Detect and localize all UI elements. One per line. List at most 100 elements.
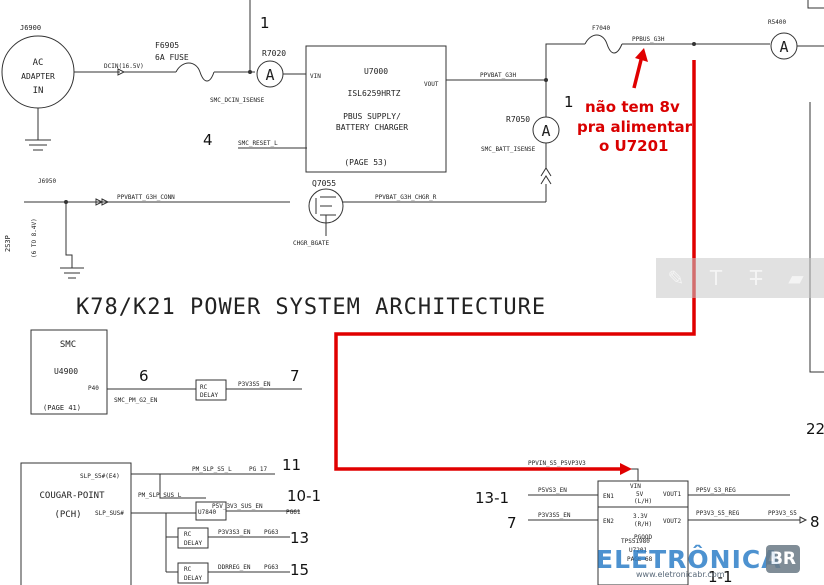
step-number-6: 6 bbox=[139, 367, 149, 385]
q7055-ref: Q7055 bbox=[312, 179, 336, 188]
annotation-pointer-arrow-icon bbox=[635, 48, 648, 62]
fuse-pbus-symbol bbox=[584, 34, 623, 54]
rc-delay-3 bbox=[177, 562, 209, 584]
step-number-1b: 1 bbox=[564, 93, 574, 111]
step-number-7: 7 bbox=[290, 367, 300, 385]
battery-cells: 2S3P bbox=[4, 235, 12, 252]
p3v3s5-net: P3V3S5_EN bbox=[238, 381, 271, 388]
step-number-4: 4 bbox=[203, 131, 213, 149]
step-number-13-1: 13-1 bbox=[475, 489, 509, 507]
pch-sub: (PCH) bbox=[54, 510, 81, 520]
q7055-gate: CHGR_BGATE bbox=[293, 240, 330, 247]
q7055-symbol bbox=[315, 196, 336, 224]
ac-line-3: IN bbox=[33, 86, 44, 96]
junction-dot bbox=[692, 42, 696, 46]
p5vs3-net: P5VS3_EN bbox=[538, 487, 567, 494]
smc-ref: U4900 bbox=[54, 367, 78, 376]
annotation-line-1: não tem 8v bbox=[585, 98, 680, 116]
pencil-icon[interactable]: ✎ bbox=[667, 266, 685, 290]
fuse-pbus-ref: F7040 bbox=[592, 25, 610, 32]
charger-page: (PAGE 53) bbox=[344, 158, 387, 167]
slp-s5-page: PG 17 bbox=[249, 466, 267, 473]
battery-net: PPVBATT_G3H_CONN bbox=[117, 194, 175, 201]
ground-symbol-ac bbox=[25, 108, 51, 151]
rc-delay-1 bbox=[195, 379, 227, 401]
fuse-main-ref: F6905 bbox=[155, 41, 179, 50]
step-number-13: 13 bbox=[290, 529, 309, 547]
r7020-net: SMC_DCIN_ISENSE bbox=[210, 97, 265, 104]
ppvbat-net: PPVBAT_G3H bbox=[480, 72, 517, 79]
smc-net: SMC_PM_G2_EN bbox=[114, 397, 158, 404]
r7050-ref: R7050 bbox=[506, 115, 530, 124]
eraser-icon[interactable]: ▰ bbox=[788, 266, 804, 290]
rc-delay-2 bbox=[177, 527, 209, 549]
right-block-top bbox=[807, 0, 824, 9]
step-number-11: 11 bbox=[282, 456, 301, 474]
battery-voltage: (6 TO 8.4V) bbox=[31, 218, 38, 258]
watermark-logo: ELETRÔNICA BR www.eletronicabr.com bbox=[596, 545, 800, 579]
slp-sus-net: PM_SLP_SUS_L bbox=[138, 492, 182, 499]
smc-name: SMC bbox=[60, 340, 76, 350]
tps-3v3: 3.3V bbox=[633, 513, 648, 520]
step-number-10: 10-1 bbox=[287, 487, 321, 505]
fuse-main-symbol bbox=[175, 62, 215, 82]
slp-s5-net: PM_SLP_S5_L bbox=[192, 466, 232, 473]
text-icon[interactable]: T bbox=[709, 266, 723, 290]
r7050-symbol: A bbox=[541, 122, 550, 140]
tps-ref: U7201 bbox=[629, 547, 647, 554]
step-number-22: 22 bbox=[806, 420, 824, 438]
pbus-net: PPBUS_G3H bbox=[632, 36, 665, 43]
strikethrough-text-icon[interactable]: T bbox=[749, 266, 763, 290]
diagram-title: K78/K21 POWER SYSTEM ARCHITECTURE bbox=[76, 295, 546, 320]
rc2-label: RC bbox=[184, 531, 192, 538]
smc-pin: P40 bbox=[88, 385, 99, 392]
charger-part: ISL6259HRTZ bbox=[348, 89, 401, 98]
ac-adapter-ref: J6900 bbox=[20, 24, 41, 32]
annotation-red-path bbox=[334, 60, 696, 471]
tps-pgood: PGOOD bbox=[634, 534, 652, 541]
tps-box bbox=[597, 480, 689, 585]
smc-box bbox=[30, 329, 108, 415]
annotation-line-2: pra alimentar bbox=[577, 118, 693, 136]
charger-ref: U7000 bbox=[364, 67, 388, 76]
charger-pin-vin: VIN bbox=[310, 73, 321, 80]
pch-pin-2: SLP_SUS# bbox=[95, 510, 124, 517]
step-number-7b: 7 bbox=[507, 514, 517, 532]
tps-5v: 5V bbox=[636, 491, 644, 498]
pbus-up-wire bbox=[545, 43, 585, 80]
page63-ref-a: PG63 bbox=[264, 529, 279, 536]
p3v3s3-net: P3V3S3_EN bbox=[218, 529, 251, 536]
ac-line-1: AC bbox=[33, 58, 44, 68]
annotation-line-3: o U7201 bbox=[599, 137, 668, 155]
battery-ref: J6950 bbox=[38, 178, 56, 185]
rc-sub: DELAY bbox=[200, 392, 218, 399]
tps-page: PAGE 68 bbox=[627, 556, 653, 563]
ddrreg-net: DDRREG_EN bbox=[218, 564, 251, 571]
tps-vout1: VOUT1 bbox=[663, 491, 681, 498]
tps-lh: (L/H) bbox=[634, 498, 652, 505]
logo-badge: BR bbox=[766, 545, 800, 573]
rc3-sub: DELAY bbox=[184, 575, 202, 582]
annotation-toolbar: ✎ T T ▰ bbox=[656, 258, 824, 298]
tps-rh: (R/H) bbox=[634, 521, 652, 528]
rc2-sub: DELAY bbox=[184, 540, 202, 547]
step-number-8: 8 bbox=[810, 513, 820, 531]
rc-label: RC bbox=[200, 384, 208, 391]
connector-chevron-icon bbox=[540, 167, 552, 202]
page61-ref: PG61 bbox=[286, 509, 301, 516]
r5400-ref: R5400 bbox=[768, 19, 786, 26]
rc-branch-wire bbox=[165, 513, 178, 573]
p5v3v3-net: P5V_3V3_SUS_EN bbox=[212, 503, 263, 510]
step-number-1-1: 1-1 bbox=[708, 568, 733, 585]
step-number-15: 15 bbox=[290, 561, 309, 579]
rc3-label: RC bbox=[184, 566, 192, 573]
smc-reset-net: SMC_RESET_L bbox=[238, 140, 278, 147]
charger-line-1: PBUS SUPPLY/ bbox=[343, 112, 401, 121]
ac-line-2: ADAPTER bbox=[21, 72, 55, 81]
r5400-symbol: A bbox=[779, 38, 788, 56]
logo-site: www.eletronicabr.com bbox=[636, 570, 725, 579]
step-number-1a: 1 bbox=[260, 14, 270, 32]
fuse-main-value: 6A FUSE bbox=[155, 53, 189, 62]
tps-vout2: VOUT2 bbox=[663, 518, 681, 525]
battery-arrow-icon bbox=[95, 198, 110, 206]
